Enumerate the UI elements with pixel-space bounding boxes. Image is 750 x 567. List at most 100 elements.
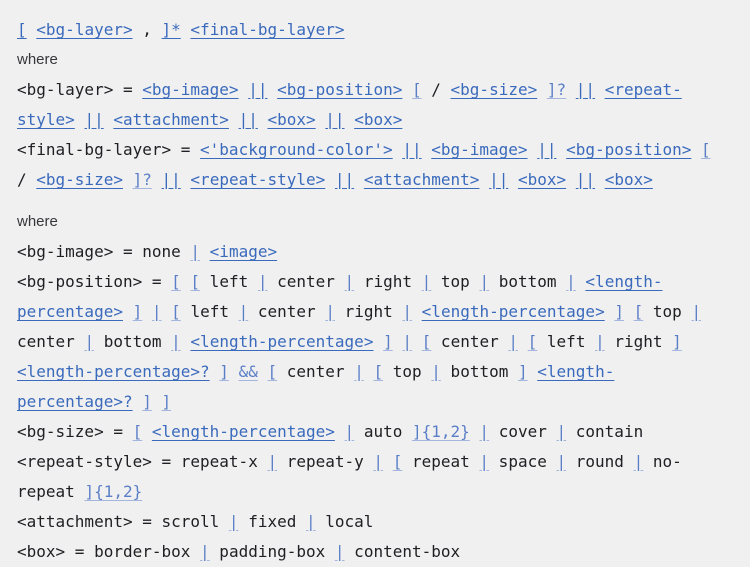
syntax-combinator-link[interactable]: | <box>402 302 413 321</box>
syntax-combinator-link[interactable]: | <box>151 302 162 321</box>
syntax-link[interactable]: <bg-image> <box>142 80 239 99</box>
syntax-link[interactable]: <length- <box>537 362 615 381</box>
syntax-combinator-link[interactable]: | <box>344 272 355 291</box>
syntax-link[interactable]: || <box>575 80 596 99</box>
syntax-combinator-link[interactable]: [ <box>132 422 143 441</box>
syntax-combinator-link[interactable]: | <box>267 452 278 471</box>
syntax-combinator-link[interactable]: [ <box>190 272 201 291</box>
syntax-combinator-link[interactable]: [ <box>700 140 711 159</box>
syntax-combinator-link[interactable]: [ <box>527 332 538 351</box>
syntax-link[interactable]: <bg-position> <box>566 140 692 159</box>
syntax-combinator-link[interactable]: [ <box>411 80 422 99</box>
syntax-link[interactable]: percentage>? <box>17 392 133 411</box>
syntax-combinator-link[interactable]: | <box>479 422 490 441</box>
syntax-combinator-link[interactable]: | <box>373 452 384 471</box>
syntax-link[interactable]: <length-percentage> <box>421 302 605 321</box>
syntax-link[interactable]: || <box>325 110 345 129</box>
syntax-combinator-link[interactable]: | <box>691 302 702 321</box>
syntax-link[interactable]: <bg-layer> <box>36 20 133 39</box>
syntax-combinator-link[interactable]: | <box>479 452 490 471</box>
syntax-link[interactable]: <box> <box>354 110 403 129</box>
syntax-link[interactable]: <bg-position> <box>277 80 403 99</box>
syntax-combinator-link[interactable]: ]? <box>546 80 567 99</box>
syntax-link[interactable]: <box> <box>267 110 316 129</box>
syntax-link[interactable]: || <box>575 170 596 189</box>
syntax-combinator-link[interactable]: | <box>566 272 576 291</box>
syntax-combinator-link[interactable]: [ <box>373 362 384 381</box>
syntax-combinator-link[interactable]: | <box>556 452 567 471</box>
syntax-combinator-link[interactable]: && <box>238 362 258 381</box>
syntax-combinator-link[interactable]: | <box>228 512 239 531</box>
syntax-link[interactable]: ]* <box>161 20 181 39</box>
syntax-line: <bg-size> = [ <length-percentage> | auto… <box>17 417 734 447</box>
syntax-link[interactable]: <attachment> <box>363 170 480 189</box>
syntax-link[interactable]: percentage> <box>17 302 123 321</box>
syntax-link[interactable]: style> <box>17 110 75 129</box>
syntax-text: <bg-position> = <box>17 272 172 291</box>
syntax-link[interactable]: <'background-color'> <box>200 140 393 159</box>
syntax-combinator-link[interactable]: ] <box>142 392 152 411</box>
syntax-link[interactable]: <final-bg-layer> <box>190 20 345 39</box>
syntax-combinator-link[interactable]: | <box>171 332 181 351</box>
syntax-combinator-link[interactable]: | <box>344 422 355 441</box>
syntax-link[interactable]: <length- <box>585 272 663 291</box>
syntax-link[interactable]: || <box>84 110 104 129</box>
syntax-combinator-link[interactable]: | <box>325 302 335 321</box>
syntax-combinator-link[interactable]: ]{1,2} <box>84 482 143 501</box>
syntax-combinator-link[interactable]: | <box>479 272 490 291</box>
syntax-link[interactable]: <repeat- <box>604 80 682 99</box>
syntax-combinator-link[interactable]: | <box>306 512 316 531</box>
syntax-combinator-link[interactable]: | <box>190 242 201 261</box>
syntax-combinator-link[interactable]: | <box>633 452 644 471</box>
syntax-text <box>335 422 345 441</box>
syntax-text <box>412 332 422 351</box>
syntax-combinator-link[interactable]: [ <box>633 302 644 321</box>
syntax-combinator-link[interactable]: ]? <box>132 170 152 189</box>
syntax-link[interactable]: || <box>537 140 557 159</box>
syntax-combinator-link[interactable]: [ <box>267 362 278 381</box>
syntax-combinator-link[interactable]: | <box>402 332 413 351</box>
syntax-combinator-link[interactable]: | <box>431 362 441 381</box>
syntax-text: center <box>277 362 355 381</box>
syntax-combinator-link[interactable]: [ <box>392 452 403 471</box>
syntax-link[interactable]: <length-percentage> <box>190 332 374 351</box>
syntax-combinator-link[interactable]: ] <box>517 362 528 381</box>
syntax-combinator-link[interactable]: ] <box>161 392 172 411</box>
syntax-combinator-link[interactable]: [ <box>421 332 432 351</box>
syntax-link[interactable]: || <box>334 170 355 189</box>
syntax-link[interactable]: <attachment> <box>113 110 229 129</box>
syntax-combinator-link[interactable]: | <box>84 332 95 351</box>
syntax-combinator-link[interactable]: [ <box>171 272 181 291</box>
syntax-combinator-link[interactable]: | <box>556 422 567 441</box>
syntax-combinator-link[interactable]: | <box>508 332 518 351</box>
syntax-link[interactable]: <length-percentage>? <box>17 362 210 381</box>
syntax-link[interactable]: <box> <box>604 170 653 189</box>
syntax-link[interactable]: || <box>238 110 258 129</box>
syntax-link[interactable]: <box> <box>517 170 567 189</box>
syntax-link[interactable]: || <box>248 80 268 99</box>
syntax-link[interactable]: || <box>489 170 509 189</box>
syntax-combinator-link[interactable]: | <box>595 332 605 351</box>
syntax-combinator-link[interactable]: | <box>257 272 268 291</box>
syntax-combinator-link[interactable]: ] <box>383 332 393 351</box>
syntax-link[interactable]: <bg-size> <box>36 170 123 189</box>
syntax-link[interactable]: || <box>402 140 422 159</box>
syntax-link[interactable]: <repeat-style> <box>190 170 326 189</box>
syntax-combinator-link[interactable]: | <box>354 362 364 381</box>
syntax-combinator-link[interactable]: ] <box>132 302 143 321</box>
syntax-combinator-link[interactable]: ]{1,2} <box>411 422 470 441</box>
syntax-combinator-link[interactable]: ] <box>672 332 682 351</box>
syntax-combinator-link[interactable]: | <box>421 272 432 291</box>
syntax-link[interactable]: [ <box>17 20 27 39</box>
syntax-link[interactable]: <bg-image> <box>431 140 528 159</box>
syntax-combinator-link[interactable]: [ <box>171 302 181 321</box>
syntax-link[interactable]: || <box>161 170 181 189</box>
syntax-combinator-link[interactable]: ] <box>219 362 229 381</box>
syntax-combinator-link[interactable]: | <box>334 542 345 561</box>
syntax-combinator-link[interactable]: ] <box>614 302 624 321</box>
syntax-combinator-link[interactable]: | <box>238 302 249 321</box>
syntax-combinator-link[interactable]: | <box>200 542 210 561</box>
syntax-link[interactable]: <image> <box>209 242 278 261</box>
syntax-link[interactable]: <length-percentage> <box>151 422 335 441</box>
syntax-link[interactable]: <bg-size> <box>450 80 538 99</box>
